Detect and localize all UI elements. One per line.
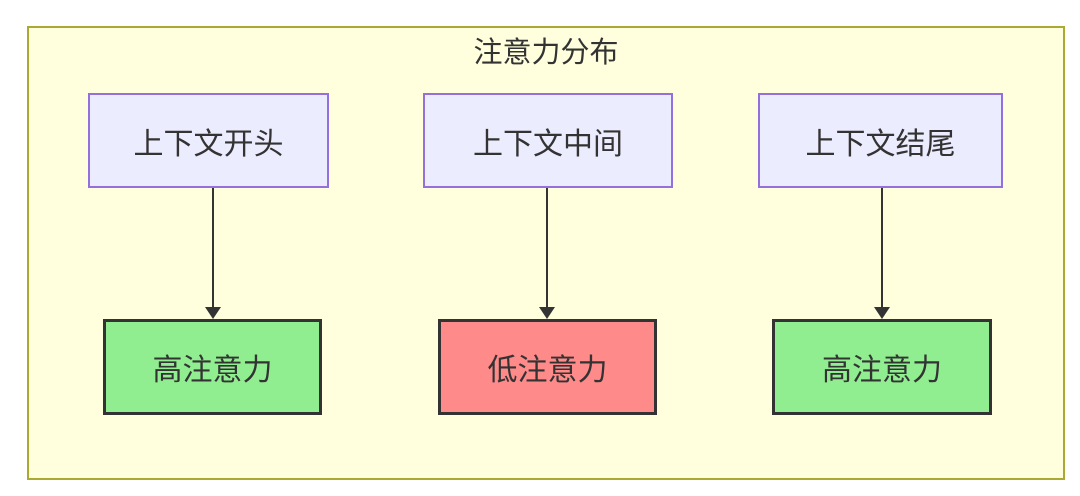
node-label: 上下文结尾 [805, 127, 956, 161]
diagram-title: 注意力分布 [473, 37, 619, 69]
node-label: 低注意力 [487, 354, 608, 387]
arrowhead-down-icon [874, 307, 890, 319]
arrow-line [546, 188, 548, 308]
node-high-attention-right: 高注意力 [772, 319, 992, 415]
node-label: 高注意力 [152, 354, 273, 387]
arrowhead-down-icon [539, 307, 555, 319]
node-context-end: 上下文结尾 [758, 93, 1003, 188]
node-label: 上下文开头 [133, 127, 284, 161]
node-low-attention: 低注意力 [438, 319, 657, 415]
arrow-line [881, 188, 883, 308]
node-context-middle: 上下文中间 [423, 93, 673, 188]
node-context-beginning: 上下文开头 [88, 93, 329, 188]
arrow-line [212, 188, 214, 308]
node-label: 高注意力 [822, 354, 942, 387]
node-high-attention-left: 高注意力 [103, 319, 322, 415]
node-label: 上下文中间 [473, 127, 623, 161]
attention-distribution-subgraph: 注意力分布 上下文开头 高注意力 上下文中间 低注意力 [27, 26, 1065, 480]
arrowhead-down-icon [205, 307, 221, 319]
